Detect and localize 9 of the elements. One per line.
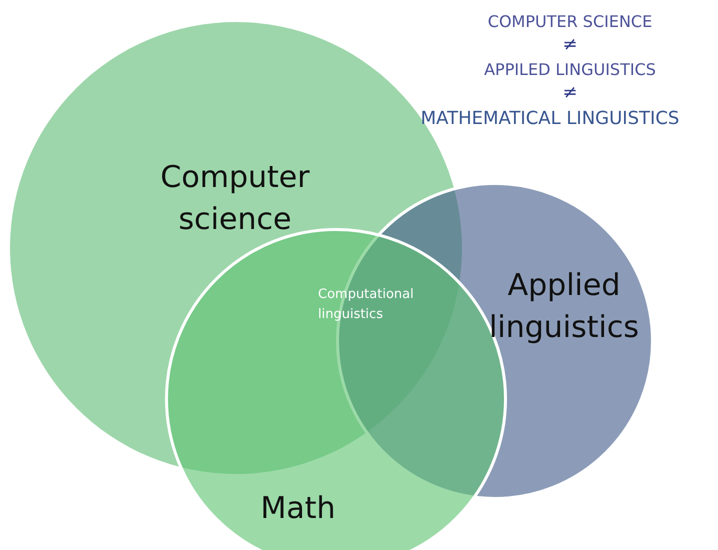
intersection-label: Computational linguistics xyxy=(318,286,415,324)
set-label: Applied linguistics xyxy=(488,267,640,347)
not-equal-sign: ≠ xyxy=(561,82,579,103)
heading-text: COMPUTER SCIENCE xyxy=(486,12,654,31)
set-label: Math xyxy=(259,490,337,528)
set-label: Computer science xyxy=(159,159,311,239)
not-equal-sign: ≠ xyxy=(561,34,579,55)
heading-text: APPILED LINGUISTICS xyxy=(483,60,657,79)
heading-text: MATHEMATICAL LINGUISTICS xyxy=(420,108,680,129)
